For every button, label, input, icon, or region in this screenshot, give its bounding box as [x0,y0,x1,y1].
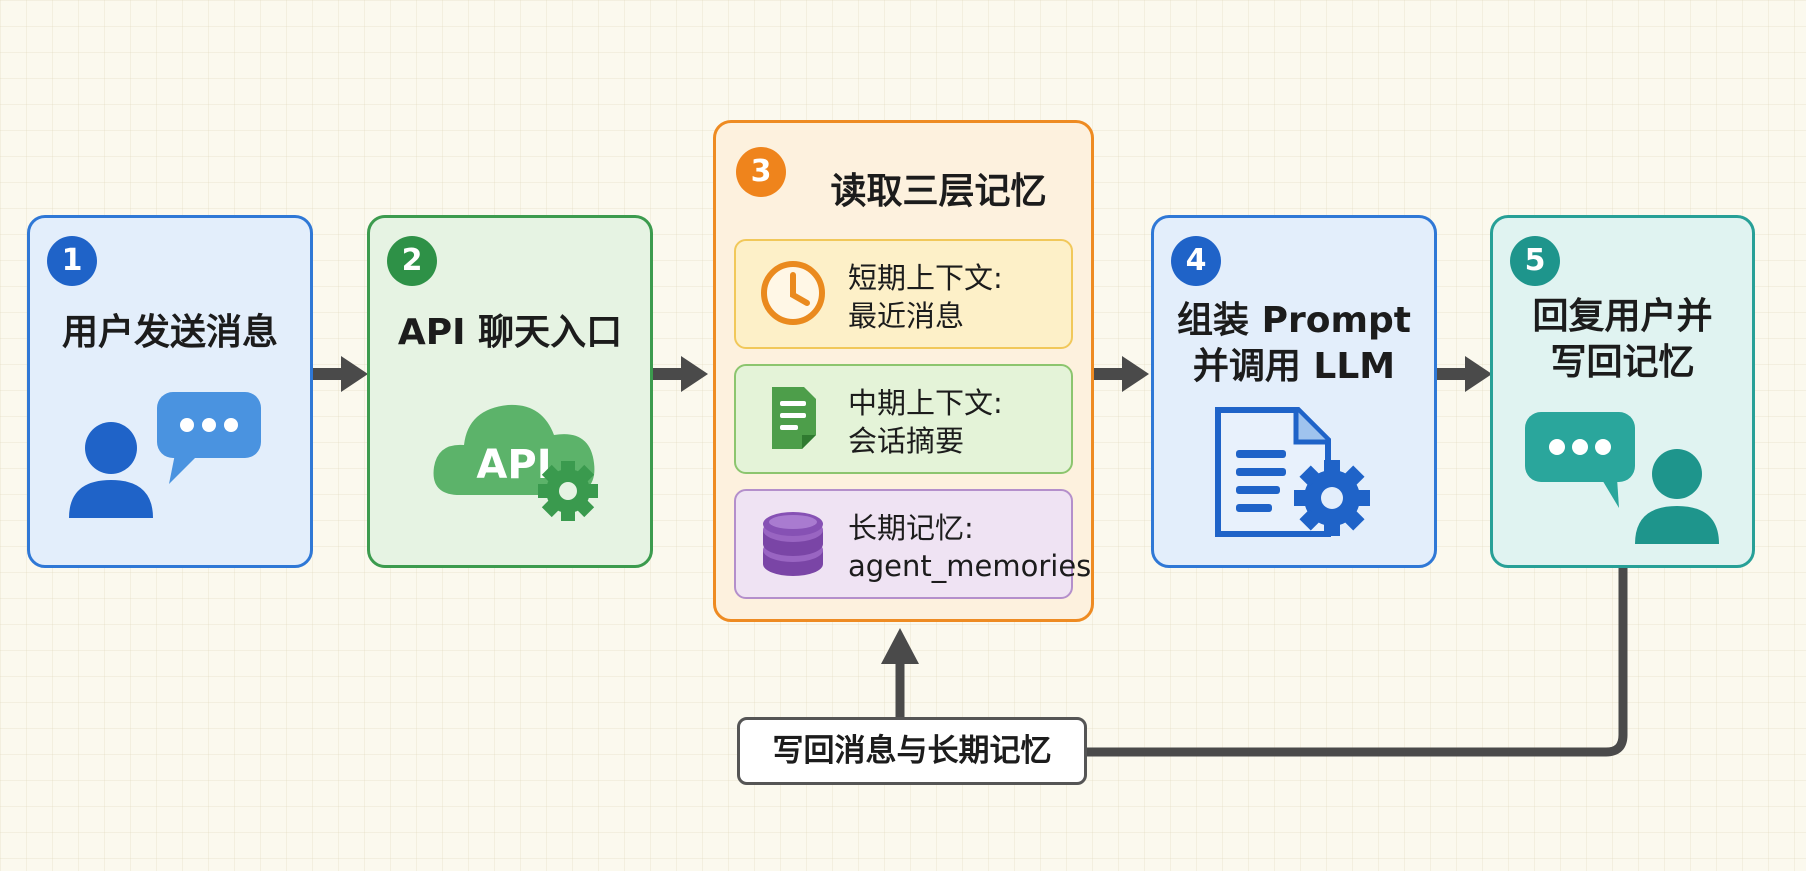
summary-doc-icon [758,383,828,453]
step-3-title: 读取三层记忆 [830,171,1047,212]
step-1-title: 用户发送消息 [61,312,278,353]
arrow-2-to-3 [653,356,708,392]
memory-short-term-label: 短期上下文: 最近消息 [848,261,1003,333]
step-4-badge: 4 [1171,236,1221,286]
memory-mid-term-label: 中期上下文: 会话摘要 [848,386,1003,458]
user-chat-icon [65,388,265,518]
step-5-badge: 5 [1510,236,1560,286]
arrow-4-to-5 [1437,356,1492,392]
document-gear-icon [1212,406,1382,546]
memory-long-term-label: 长期记忆: agent_memories [848,511,1092,583]
feedback-label: 写回消息与长期记忆 [737,717,1087,785]
clock-icon [758,258,828,328]
memory-short-term: 短期上下文: 最近消息 [734,239,1073,349]
step-4-box: 4 组装 Prompt 并调用 LLM [1151,215,1437,568]
database-icon [758,508,828,582]
chat-user-icon [1521,408,1721,548]
api-cloud-gear-icon: API [430,383,620,523]
arrow-3-to-4 [1094,356,1149,392]
step-4-title: 组装 Prompt 并调用 LLM [1177,300,1411,387]
step-2-box: 2 API 聊天入口 API [367,215,653,568]
step-1-box: 1 用户发送消息 [27,215,313,568]
step-1-badge: 1 [47,236,97,286]
step-3-box: 3 读取三层记忆 短期上下文: 最近消息 中期上下文: 会话摘 [713,120,1094,622]
step-5-box: 5 回复用户并 写回记忆 [1490,215,1755,568]
arrow-1-to-2 [313,356,368,392]
step-5-title: 回复用户并 写回记忆 [1532,296,1713,383]
step-2-badge: 2 [387,236,437,286]
step-2-title: API 聊天入口 [397,312,623,353]
memory-mid-term: 中期上下文: 会话摘要 [734,364,1073,474]
svg-text:API: API [476,442,551,488]
step-3-badge: 3 [736,147,786,197]
memory-long-term: 长期记忆: agent_memories [734,489,1091,599]
